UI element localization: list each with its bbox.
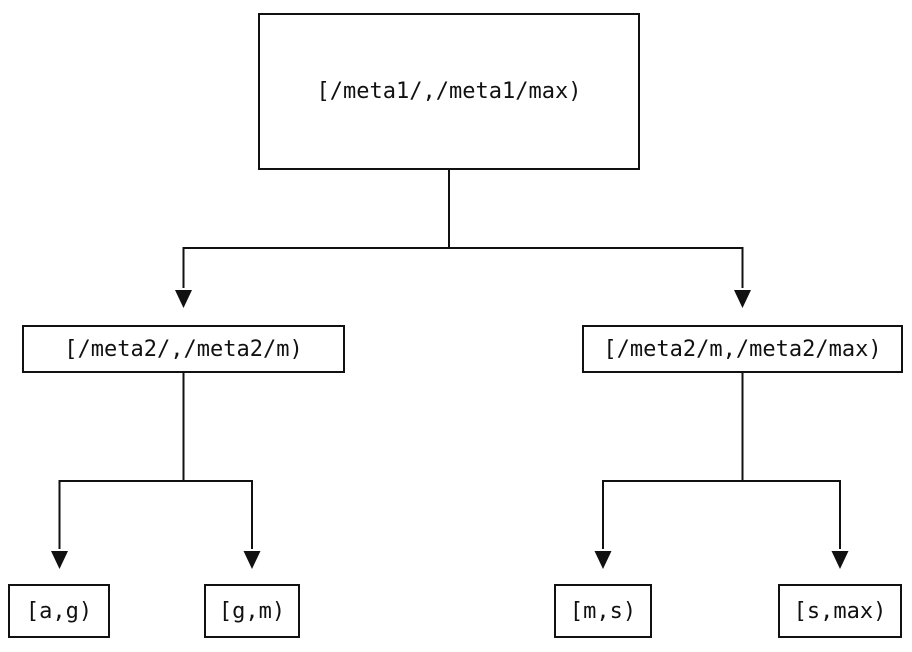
node-leaf-ag: [a,g)	[8, 584, 110, 638]
node-root-label: [/meta1/,/meta1/max)	[316, 79, 582, 104]
arrow-down-icon	[175, 290, 192, 308]
arrow-down-icon	[831, 551, 849, 569]
node-leaf-ms-label: [m,s)	[569, 598, 637, 624]
node-leaf-ag-label: [a,g)	[25, 598, 93, 624]
node-leaf-gm: [g,m)	[204, 584, 300, 638]
node-leaf-gm-label: [g,m)	[218, 598, 286, 624]
edge-right-junction	[602, 480, 841, 549]
arrow-down-icon	[51, 551, 68, 569]
node-meta2-upper-label: [/meta2/m,/meta2/max)	[603, 336, 882, 362]
node-root: [/meta1/,/meta1/max)	[258, 13, 640, 170]
node-leaf-smax-label: [s,max)	[793, 598, 887, 624]
node-meta2-upper: [/meta2/m,/meta2/max)	[582, 325, 903, 373]
node-meta2-lower: [/meta2/,/meta2/m)	[22, 325, 345, 373]
edge-top-junction	[182, 247, 744, 288]
edge-left-junction	[58, 480, 253, 549]
arrow-down-icon	[243, 551, 261, 569]
node-meta2-lower-label: [/meta2/,/meta2/m)	[64, 336, 303, 362]
arrow-down-icon	[594, 551, 612, 569]
node-leaf-ms: [m,s)	[554, 584, 652, 638]
arrow-down-icon	[734, 290, 751, 308]
node-leaf-smax: [s,max)	[778, 584, 902, 638]
